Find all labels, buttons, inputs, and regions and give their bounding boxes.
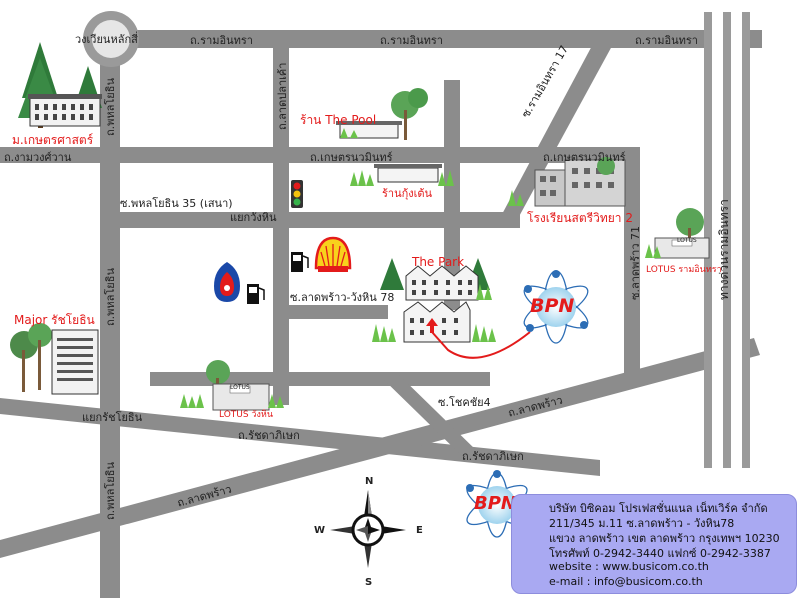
road-label-expressway: ทางด่วนรามอินทรา [717,199,731,300]
traffic-light-icon [291,180,303,208]
label-ran-kung-ten: ร้านกุ้งเต้น [382,187,433,200]
road-phahonyothin [100,30,120,598]
expressway [704,12,750,468]
compass-e: E [416,525,423,536]
road-label-phahonyothin-mid: ถ.พหลโยธิน [104,268,117,326]
road-label-soi-chokchai4: ซ.โชคชัย4 [438,396,491,409]
compass-n: N [365,476,374,487]
compass-w: W [314,525,326,536]
email-link[interactable]: e-mail : info@busicom.co.th [549,575,703,588]
compass-s: S [365,577,373,588]
ran-kung-ten-landmark [350,164,454,186]
road-label-ratchadaphisek-2: ถ.รัชดาภิเษก [462,450,524,463]
road-label-phahonyothin-bottom: ถ.พหลโยธิน [104,462,117,520]
bpn-logo-text-map: BPN [530,295,575,317]
label-yaek-wang-hin: แยกวังหิน [230,211,277,224]
kasetsart-landmark [18,42,102,128]
lotus-ramintra-sign: LOTUS [677,237,697,244]
compass-icon [330,490,406,568]
label-lotus-ramintra: LOTUS รามอินทรา [646,265,722,275]
road-label-lat-pla-khao: ถ.ลาดปลาเค้า [276,62,289,130]
phone-fax: โทรศัพท์ 0-2942-3440 แฟกซ์ 0-2942-3387 [549,547,771,560]
address-line-2: แขวง ลาดพร้าว เขต ลาดพร้าว กรุงเทพฯ 1023… [549,532,780,545]
road-ladprao [0,338,760,558]
road-label-kaset-nawamin-2: ถ.เกษตรนวมินทร์ [543,151,626,164]
school-landmark [508,157,626,207]
label-major: Major รัชโยธิน [14,313,95,327]
label-the-pool: ร้าน The Pool [300,113,377,127]
label-lotus-wanghin: LOTUS วังหิน [219,410,273,420]
lotus-wanghin-landmark [180,360,284,411]
road-soi-ladprao71 [624,155,640,375]
label-school: โรงเรียนสตรีวิทยา 2 [527,211,633,225]
website-link[interactable]: website : www.busicom.co.th [549,560,709,573]
the-park-landmark [372,258,496,343]
fuel-pump-icon-2 [247,284,265,304]
major-landmark [10,323,99,395]
road-label-kaset-nawamin-1: ถ.เกษตรนวมินทร์ [310,151,393,164]
road-label-soi-ladprao-wanghin: ซ.ลาดพร้าว-วังหิน 78 [290,291,395,304]
road-label-soi-phahon-35: ซ.พหลโยธิน 35 (เสนา) [120,197,233,210]
label-kasetsart: ม.เกษตรศาสตร์ [12,133,94,147]
road-soi-phahon-35 [100,212,520,228]
road-label-ratchadaphisek-1: ถ.รัชดาภิเษก [238,429,300,442]
road-ngamwongwan [0,147,640,163]
lotus-wanghin-sign: LOTUS [230,384,250,391]
address-line-1: 211/345 ม.11 ซ.ลาดพร้าว - วังหิน78 [549,517,735,530]
road-label-ramintra-1: ถ.รามอินทรา [190,34,253,47]
shell-icon [314,236,352,272]
bpn-logo-map [523,270,589,344]
road-soi-chokchai4 [150,372,490,386]
road-label-ramintra-2: ถ.รามอินทรา [380,34,443,47]
fuel-pump-icon [291,252,309,272]
road-label-phahonyothin-top: ถ.พหลโยธิน [104,78,117,136]
label-yaek-ratchayothin: แยกรัชโยธิน [82,411,143,424]
ptt-icon [214,262,240,302]
label-the-park: The Park [412,255,465,269]
road-label-ngamwongwan: ถ.งามวงศ์วาน [4,151,72,164]
road-label-ramintra-3: ถ.รามอินทรา [635,34,698,47]
company-name: บริษัท บิซิคอม โปรเฟสชั่นแนล เน็ทเวิร์ค … [549,502,768,515]
bpn-logo-text-info: BPN [474,493,516,514]
roads [0,30,762,598]
road-label-soi-ladprao71: ซ.ลาดพร้าว 71 [629,225,642,300]
roundabout-label: วงเวียนหลักสี่ [75,33,138,46]
road-soi-ladprao-wanghin [288,305,388,319]
the-pool-landmark [336,88,428,140]
roundabout-laksi [83,11,139,67]
route-arrow [431,331,531,359]
road-lat-pla-khao [273,40,289,405]
road-chokchai-link [380,372,478,456]
road-soi-ramintra17 [500,42,612,222]
road-ratchadaphisek [0,398,600,476]
road-short-vertical [444,80,460,310]
lotus-ramintra-landmark [645,208,710,259]
contact-info-box: บริษัท บิซิคอม โปรเฟสชั่นแนล เน็ทเวิร์ค … [511,494,797,594]
